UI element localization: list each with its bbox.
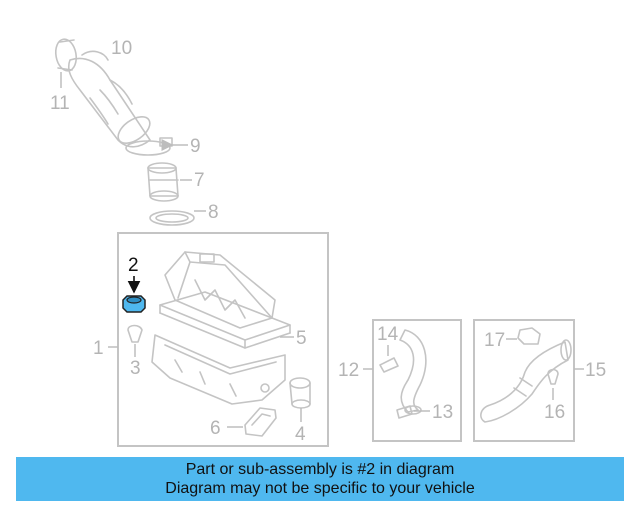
callout-9: 9 — [190, 136, 201, 157]
resonator-group-box — [372, 319, 462, 442]
intake-tube-part — [480, 339, 572, 423]
callout-2: 2 — [128, 255, 139, 276]
callout-5: 5 — [296, 328, 307, 349]
callout-8: 8 — [208, 202, 219, 223]
gasket-part-8 — [149, 210, 195, 226]
callout-17: 17 — [484, 330, 505, 351]
callout-16: 16 — [544, 402, 565, 423]
callout-11: 11 — [50, 93, 70, 114]
callout-3: 3 — [130, 358, 141, 379]
clip-part-13 — [396, 405, 413, 419]
resonator-part-17 — [517, 327, 541, 345]
grommet-part-2 — [122, 295, 146, 313]
callout-10: 10 — [111, 38, 132, 59]
callout-4: 4 — [295, 424, 306, 445]
bracket-part-3 — [127, 324, 143, 343]
callout-15: 15 — [585, 360, 606, 381]
callout-6: 6 — [210, 418, 221, 439]
banner-line-part-number: Part or sub-assembly is #2 in diagram — [185, 461, 455, 478]
hose-clamp-part-11 — [54, 38, 78, 72]
callout-7: 7 — [194, 170, 205, 191]
intake-duct-group-box — [473, 319, 575, 442]
air-cleaner-lower-housing — [151, 334, 286, 405]
banner-line-disclaimer: Diagram may not be specific to your vehi… — [165, 480, 475, 497]
bracket-part-16 — [547, 368, 559, 385]
duct-part-4 — [289, 377, 311, 409]
callout-1: 1 — [93, 338, 104, 359]
resonator-hose-part — [399, 329, 427, 415]
clip-part-14 — [379, 357, 399, 373]
air-cleaner-upper-housing — [164, 251, 276, 329]
callout-13: 13 — [432, 402, 453, 423]
filter-element-part-5 — [159, 291, 291, 349]
air-cleaner-group-box — [117, 232, 329, 447]
info-banner: Part or sub-assembly is #2 in diagram Di… — [16, 457, 624, 501]
callout-14: 14 — [377, 324, 399, 345]
maf-sensor-part-7 — [147, 162, 179, 202]
intake-hose-part — [67, 50, 151, 148]
callout-12: 12 — [338, 360, 359, 381]
intake-duct-part-6 — [244, 407, 277, 437]
